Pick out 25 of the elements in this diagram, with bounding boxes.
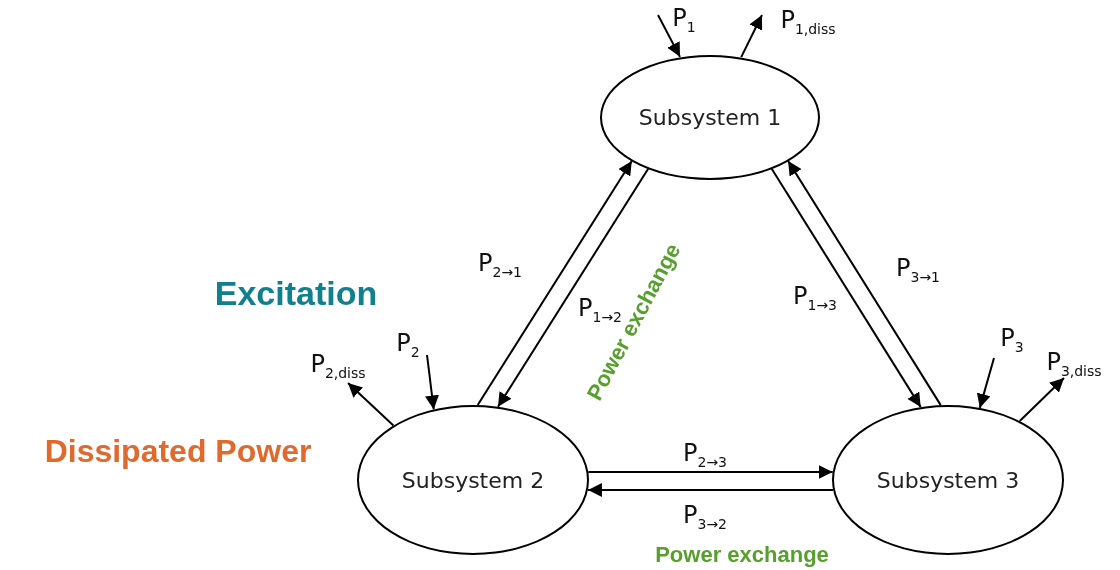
arrow — [347, 382, 395, 427]
arrow — [787, 160, 942, 407]
edge-label: P$_{2,diss}$ — [310, 352, 366, 380]
edge-label: P$_{1→2}$ — [578, 296, 622, 324]
node-label: Subsystem 2 — [401, 467, 545, 493]
edge-label: P$_{2→1}$ — [478, 251, 522, 279]
arrow — [497, 167, 650, 408]
node-label: Subsystem 1 — [638, 104, 782, 130]
edge-label: P$_{3→2}$ — [683, 503, 727, 531]
edge-label: P$_{3}$ — [1000, 326, 1024, 354]
edge-label: P$_{1,diss}$ — [780, 8, 836, 36]
annotation-label: Dissipated Power — [44, 435, 312, 467]
edge-label: P$_{2→3}$ — [683, 441, 727, 469]
edge-label: P$_{2}$ — [396, 331, 420, 359]
edge-label: P$_{3,diss}$ — [1046, 350, 1102, 378]
annotation-label: Power exchange — [655, 544, 829, 566]
node-label: Subsystem 3 — [876, 467, 1020, 493]
arrow — [425, 354, 439, 411]
edge-label: P$_{1}$ — [672, 6, 696, 34]
edge-label: P$_{3→1}$ — [896, 256, 940, 284]
arrow — [587, 465, 834, 479]
annotation-label: Excitation — [214, 276, 378, 310]
arrow — [1018, 377, 1065, 423]
arrow — [476, 159, 633, 407]
edge-label: P$_{1→3}$ — [793, 284, 837, 312]
